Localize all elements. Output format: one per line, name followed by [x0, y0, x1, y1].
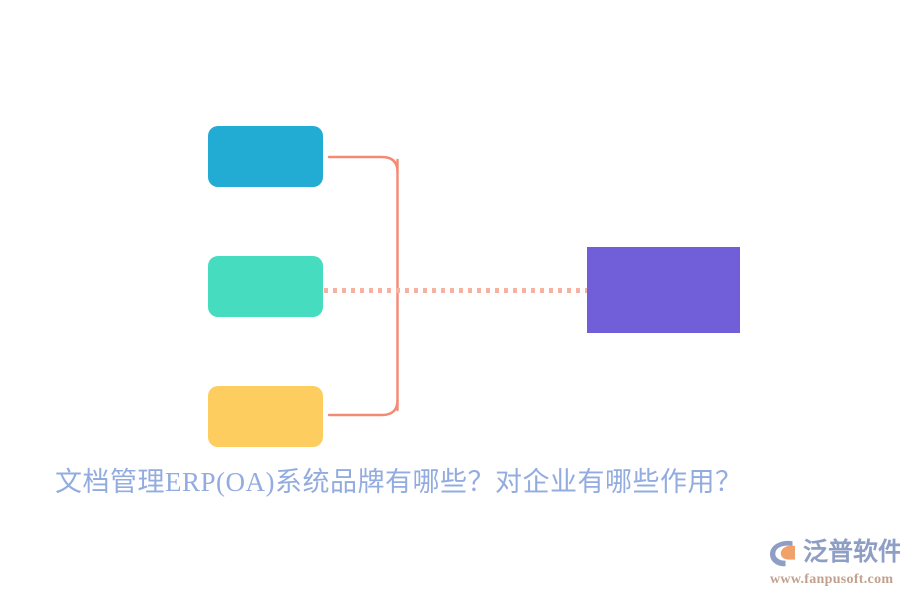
page-title: 文档管理ERP(OA)系统品牌有哪些？对企业有哪些作用？	[55, 467, 743, 497]
brand-row: 泛普软件	[768, 536, 900, 570]
brand-name: 泛普软件	[803, 539, 900, 566]
diagram-connectors	[324, 155, 588, 417]
flow-diagram	[208, 126, 740, 447]
diagram-node-blue[interactable]	[208, 126, 323, 187]
fanpu-logo-icon	[769, 540, 795, 567]
connector-yellow-to-trunk	[327, 398, 399, 417]
connector-blue-to-trunk	[327, 155, 399, 174]
brand-watermark: 泛普软件 www.fanpusoft.com	[768, 536, 900, 592]
diagram-node-teal[interactable]	[208, 256, 323, 317]
diagram-node-yellow[interactable]	[208, 386, 323, 447]
diagram-node-purple[interactable]	[587, 247, 740, 333]
brand-url: www.fanpusoft.com	[770, 572, 894, 587]
